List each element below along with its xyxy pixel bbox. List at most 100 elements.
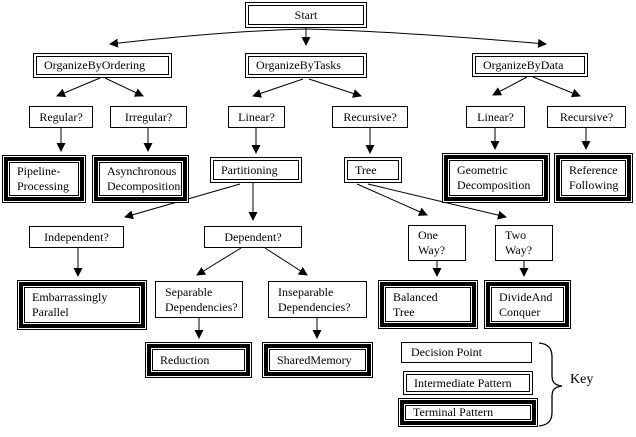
thick-border: Balanced Tree: [380, 282, 476, 327]
key-label: Key: [570, 372, 594, 387]
node-label: Pipeline- Processing: [17, 164, 69, 193]
inner-border: Partitioning: [213, 160, 299, 180]
node-label: Partitioning: [221, 162, 278, 177]
node-label: Reference Following: [569, 163, 619, 192]
inner-border: Tree: [347, 160, 399, 180]
inner-border: Terminal Pattern: [405, 405, 531, 420]
node-label: Inseparable Dependencies?: [278, 284, 351, 314]
node-label: Linear?: [477, 109, 514, 124]
node-dependent: Dependent?: [204, 226, 302, 248]
thick-border: Terminal Pattern: [400, 400, 536, 425]
inner-border: Intermediate Pattern: [406, 374, 530, 392]
arrow-organize-by-ordering-to-regular: [56, 77, 101, 98]
arrow-organize-by-ordering-to-irregular: [104, 77, 144, 97]
inner-border: Asynchronous Decomposition: [99, 162, 182, 196]
arrow-dependent-to-inseparable-dependencies: [264, 247, 308, 276]
node-start: Start: [245, 2, 367, 28]
node-key-decision: Decision Point: [401, 342, 532, 363]
node-label: Geometric Decomposition: [457, 163, 531, 192]
node-one-way: One Way?: [408, 225, 466, 261]
inner-border: DivideAnd Conquer: [491, 287, 564, 322]
inner-border: Embarrassingly Parallel: [24, 287, 140, 323]
thick-border: Pipeline- Processing: [4, 157, 84, 201]
node-linear-tasks: Linear?: [228, 106, 285, 128]
node-label: One Way?: [418, 228, 446, 257]
node-label: Linear?: [238, 109, 275, 124]
node-label: Balanced Tree: [393, 289, 438, 319]
arrow-organize-by-data-to-recursive-data: [532, 76, 581, 98]
node-label: Start: [294, 7, 318, 22]
arrow-organize-by-data-to-linear-data: [492, 76, 528, 96]
inner-border: OrganizeByData: [475, 56, 585, 74]
node-independent: Independent?: [29, 226, 124, 248]
node-label: OrganizeByOrdering: [44, 58, 146, 72]
inner-border: Reference Following: [561, 160, 626, 196]
inner-border: Pipeline- Processing: [9, 162, 79, 196]
node-label: Two Way?: [505, 228, 533, 257]
thick-border: Asynchronous Decomposition: [94, 157, 187, 201]
inner-border: Reduction: [152, 349, 245, 371]
node-label: Recursive?: [343, 109, 397, 124]
node-label: Regular?: [39, 109, 83, 124]
node-recursive-data: Recursive?: [547, 106, 626, 128]
node-reference-following: Reference Following: [554, 153, 633, 203]
node-label: Irregular?: [124, 109, 173, 124]
node-recursive-tasks: Recursive?: [332, 106, 408, 128]
arrow-organize-by-tasks-to-linear-tasks: [252, 78, 304, 98]
arrow-tree-to-two-way: [367, 183, 507, 220]
thick-border: Embarrassingly Parallel: [19, 282, 145, 328]
node-two-way: Two Way?: [495, 225, 553, 261]
thick-border: DivideAnd Conquer: [486, 282, 569, 327]
node-shared-memory: SharedMemory: [262, 342, 373, 378]
node-reduction: Reduction: [145, 342, 252, 378]
node-balanced-tree: Balanced Tree: [378, 280, 478, 329]
node-label: Decision Point: [411, 345, 482, 359]
arrow-organize-by-tasks-to-recursive-tasks: [308, 78, 362, 98]
node-label: OrganizeByTasks: [256, 58, 341, 72]
thick-border: Reference Following: [556, 155, 631, 201]
node-key-terminal: Terminal Pattern: [398, 398, 538, 427]
thick-border: SharedMemory: [264, 344, 371, 376]
node-embarrassingly-parallel: Embarrassingly Parallel: [17, 280, 147, 330]
inner-border: Geometric Decomposition: [449, 160, 543, 196]
key-brace: [538, 342, 563, 427]
arrow-tree-to-one-way: [356, 183, 428, 216]
node-label: OrganizeByData: [483, 57, 564, 72]
node-separable-dependencies: Separable Dependencies?: [155, 281, 243, 318]
thick-border: Reduction: [147, 344, 250, 376]
node-label: Reduction: [160, 352, 210, 367]
node-partitioning: Partitioning: [210, 157, 302, 183]
node-label: Tree: [355, 162, 377, 177]
node-label: Recursive?: [559, 109, 614, 124]
node-key-intermediate: Intermediate Pattern: [403, 371, 533, 395]
node-geometric-decomposition: Geometric Decomposition: [442, 153, 550, 203]
node-label: Embarrassingly Parallel: [32, 290, 108, 319]
inner-border: Balanced Tree: [385, 287, 471, 322]
node-inseparable-dependencies: Inseparable Dependencies?: [268, 281, 367, 318]
arrow-dependent-to-separable-dependencies: [196, 247, 242, 276]
node-divide-and-conquer: DivideAnd Conquer: [484, 280, 571, 329]
inner-border: OrganizeByOrdering: [36, 56, 169, 75]
arrow-start-to-organize-by-ordering: [109, 28, 307, 48]
node-pipeline-processing: Pipeline- Processing: [2, 155, 86, 203]
node-label: Separable Dependencies?: [165, 284, 238, 314]
node-label: Independent?: [44, 229, 109, 244]
node-label: Asynchronous Decomposition: [107, 164, 181, 193]
node-label: Terminal Pattern: [413, 405, 494, 419]
node-irregular: Irregular?: [110, 106, 187, 128]
node-label: SharedMemory: [277, 352, 352, 367]
node-regular: Regular?: [29, 106, 93, 128]
inner-border: OrganizeByTasks: [248, 56, 364, 75]
thick-border: Geometric Decomposition: [444, 155, 548, 201]
node-label: Dependent?: [224, 229, 282, 244]
node-label: Intermediate Pattern: [414, 375, 512, 390]
node-asynchronous-decomposition: Asynchronous Decomposition: [92, 155, 189, 203]
node-organize-by-ordering: OrganizeByOrdering: [33, 53, 172, 78]
arrow-start-to-organize-by-data: [305, 28, 547, 48]
node-label: DivideAnd Conquer: [499, 289, 553, 319]
node-linear-data: Linear?: [466, 106, 525, 128]
node-organize-by-data: OrganizeByData: [472, 53, 588, 77]
node-tree: Tree: [344, 157, 402, 183]
inner-border: Start: [248, 5, 364, 25]
